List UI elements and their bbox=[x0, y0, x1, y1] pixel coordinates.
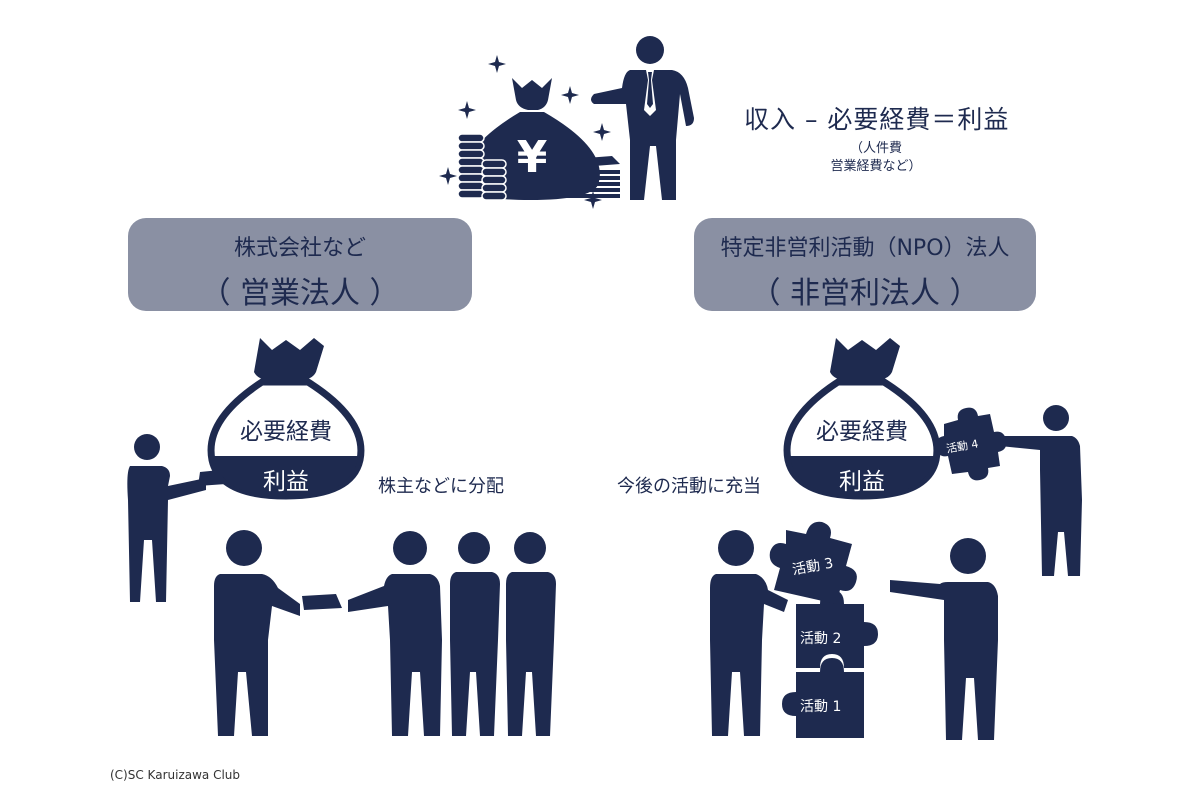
for-profit-corporation-box: 株式会社など （ 営業法人 ） bbox=[128, 218, 472, 311]
businessman-icon bbox=[591, 36, 694, 200]
left-bag-expenses-label: 必要経費 bbox=[240, 419, 332, 445]
puzzle-piece-activity-2 bbox=[796, 590, 878, 668]
sparkle-icon bbox=[488, 55, 506, 73]
right-person-holding-piece-icon bbox=[1000, 405, 1082, 576]
sparkle-icon bbox=[439, 167, 457, 185]
sparkle-icon bbox=[458, 101, 476, 119]
yen-icon: ¥ bbox=[517, 132, 548, 183]
sparkle-icon bbox=[561, 86, 579, 104]
puzzle-piece-activity-1 bbox=[782, 658, 864, 738]
bill-stack-icon bbox=[552, 156, 620, 198]
non-profit-corporation-box: 特定非営利活動（NPO）法人 （ 非営利法人 ） bbox=[694, 218, 1036, 311]
box-subtitle: （ 非営利法人 ） bbox=[750, 276, 980, 311]
shareholder-person-icon bbox=[506, 532, 556, 736]
box-subtitle: （ 営業法人 ） bbox=[200, 276, 400, 311]
builder-person-icon bbox=[710, 530, 788, 736]
puzzle-piece-activity-3 bbox=[769, 521, 857, 604]
copyright-credit: (C)SC Karuizawa Club bbox=[110, 768, 241, 782]
giver-person-icon bbox=[214, 530, 342, 736]
sparkle-icon bbox=[584, 191, 602, 209]
left-person-holding-bar-icon bbox=[127, 434, 226, 602]
pointing-person-icon bbox=[890, 538, 998, 740]
box-title: 特定非営利活動（NPO）法人 bbox=[720, 236, 1010, 261]
reinvest-caption: 今後の活動に充当 bbox=[617, 476, 761, 497]
box-title: 株式会社など bbox=[233, 236, 366, 261]
top-money-group: ¥ bbox=[439, 36, 694, 209]
distribute-caption: 株主などに分配 bbox=[378, 476, 504, 497]
profit-formula: 収入 – 必要経費＝利益 bbox=[744, 105, 1010, 134]
receiver-person-icon bbox=[348, 531, 442, 736]
formula-note: （人件費 営業経費など） bbox=[830, 141, 922, 174]
shareholder-person-icon bbox=[450, 532, 500, 736]
left-bag-profit-label: 利益 bbox=[263, 469, 309, 495]
puzzle-label-1: 活動 1 bbox=[800, 699, 842, 715]
right-bag-icon bbox=[783, 338, 941, 500]
right-bag-expenses-label: 必要経費 bbox=[816, 419, 908, 445]
puzzle-piece-activity-4 bbox=[935, 407, 1007, 481]
puzzle-label-2: 活動 2 bbox=[800, 631, 842, 647]
left-bag-icon bbox=[207, 338, 365, 500]
sparkle-icon bbox=[593, 123, 611, 141]
coin-stack-icon bbox=[457, 133, 507, 201]
right-bag-profit-label: 利益 bbox=[839, 469, 885, 495]
